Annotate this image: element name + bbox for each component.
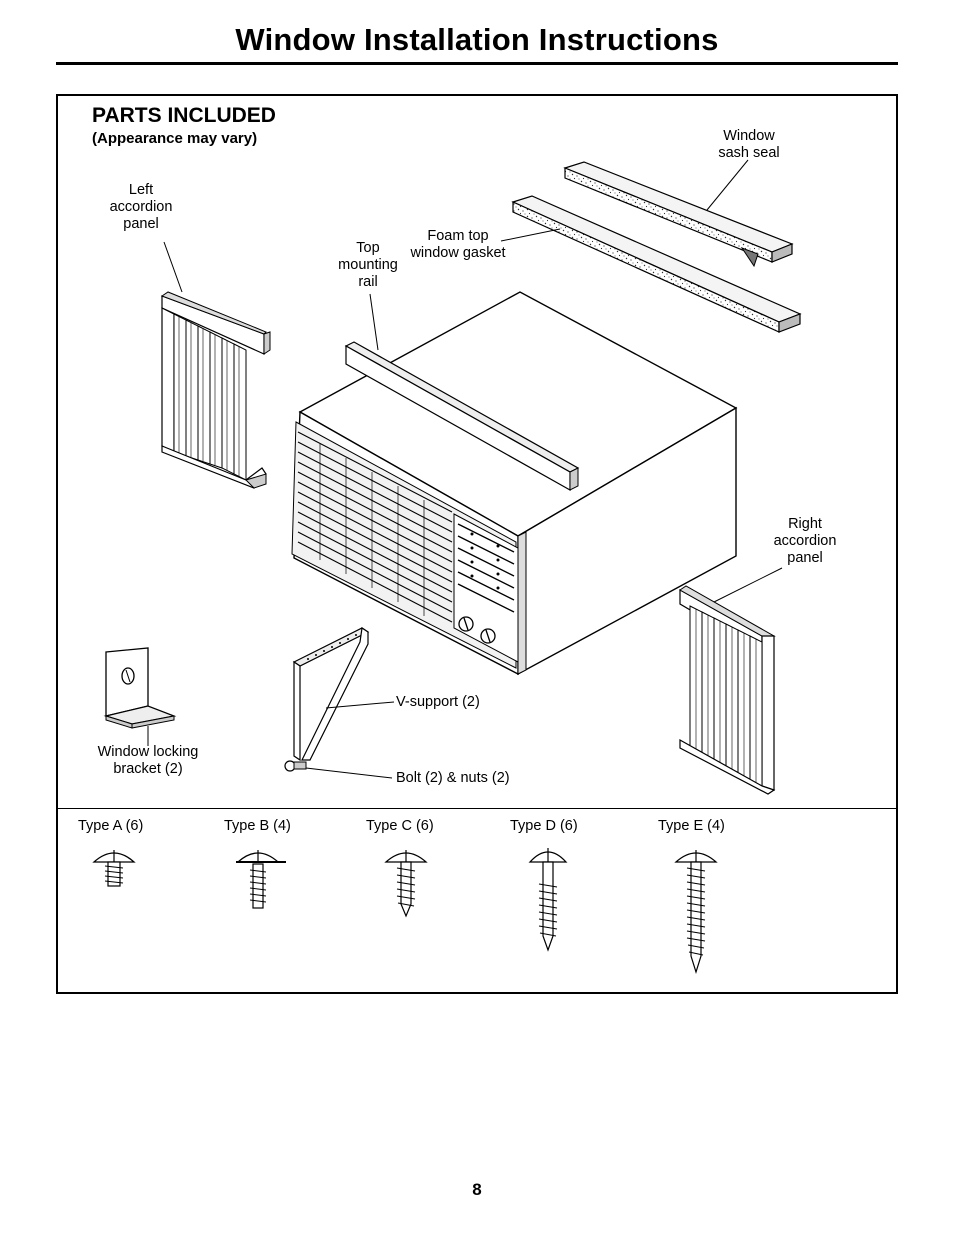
parts-illustration [103, 159, 802, 795]
right-accordion-panel [679, 567, 783, 795]
screw-label-type-e: Type E (4) [658, 818, 725, 834]
screw-type-a [92, 850, 136, 887]
label-v-support: V-support (2) [396, 694, 480, 710]
top-mounting-rail [344, 293, 580, 492]
label-left-accordion-panel: Left accordion panel [109, 182, 173, 232]
label-right-accordion-panel: Right accordion panel [773, 516, 837, 566]
label-window-sash-seal: Window sash seal [718, 128, 780, 161]
parts-heading: PARTS INCLUDED [92, 104, 276, 127]
left-accordion-panel [160, 241, 271, 489]
screw-label-type-c: Type C (6) [366, 818, 434, 834]
label-bolt-nuts: Bolt (2) & nuts (2) [396, 770, 510, 786]
page-title: Window Installation Instructions [235, 22, 719, 57]
parts-subheading: (Appearance may vary) [92, 130, 258, 147]
label-window-locking-bracket: Window locking bracket (2) [97, 744, 199, 777]
screw-label-type-d: Type D (6) [510, 818, 578, 834]
label-foam-top-window-gasket: Foam top window gasket [410, 228, 506, 261]
screw-type-b [236, 850, 286, 909]
screw-type-e [674, 850, 718, 975]
section-divider [58, 808, 896, 809]
label-top-mounting-rail: Top mounting rail [338, 240, 398, 290]
foam-top-window-gasket [500, 195, 802, 333]
screw-type-c [384, 850, 428, 918]
v-support [284, 626, 395, 779]
parts-included-box: PARTS INCLUDED (Appearance may vary) [56, 94, 898, 994]
window-locking-bracket [103, 647, 177, 746]
screws-illustration [92, 848, 718, 975]
screw-label-type-b: Type B (4) [224, 818, 291, 834]
air-conditioner-unit [291, 291, 738, 676]
page-number: 8 [472, 1180, 482, 1199]
screw-type-d [528, 848, 568, 952]
screw-label-type-a: Type A (6) [78, 818, 144, 834]
window-sash-seal [563, 159, 794, 268]
title-rule [56, 62, 898, 65]
